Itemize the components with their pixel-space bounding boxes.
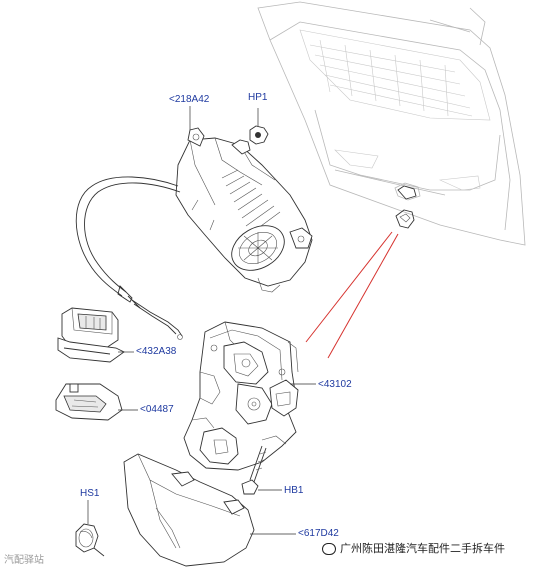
grommet-hs1 — [75, 500, 105, 557]
callout-hb1: HB1 — [284, 485, 304, 496]
bolt-hb1 — [241, 445, 282, 495]
callout-218a42: <218A42 — [169, 94, 210, 105]
watermark-left-text: 汽配驿站 — [4, 555, 44, 566]
clip-hp1 — [249, 108, 269, 145]
wechat-icon — [322, 543, 336, 555]
guide-line-2 — [327, 233, 399, 359]
callout-hs1: HS1 — [80, 488, 100, 499]
guide-line-1 — [305, 231, 393, 343]
switch-part — [57, 307, 134, 363]
striker-part — [395, 209, 415, 229]
callout-617d42: <617D42 — [298, 528, 339, 539]
watermark-left: 汽配驿站 — [4, 551, 44, 566]
callout-432a38: <432A38 — [136, 346, 177, 357]
watermark-right: 广州陈田湛隆汽车配件二手拆车件 — [322, 540, 505, 556]
tailgate-outline — [257, 1, 526, 246]
watermark-right-text: 广州陈田湛隆汽车配件二手拆车件 — [340, 542, 505, 555]
callout-hp1: HP1 — [248, 92, 268, 103]
callout-04487: <04487 — [140, 404, 174, 415]
latch-assembly — [183, 321, 316, 471]
actuator-motor — [175, 127, 313, 293]
bracket-part — [55, 383, 138, 421]
actuator-cable — [75, 176, 183, 340]
callout-43102: <43102 — [318, 379, 352, 390]
handle-cover — [123, 453, 296, 567]
